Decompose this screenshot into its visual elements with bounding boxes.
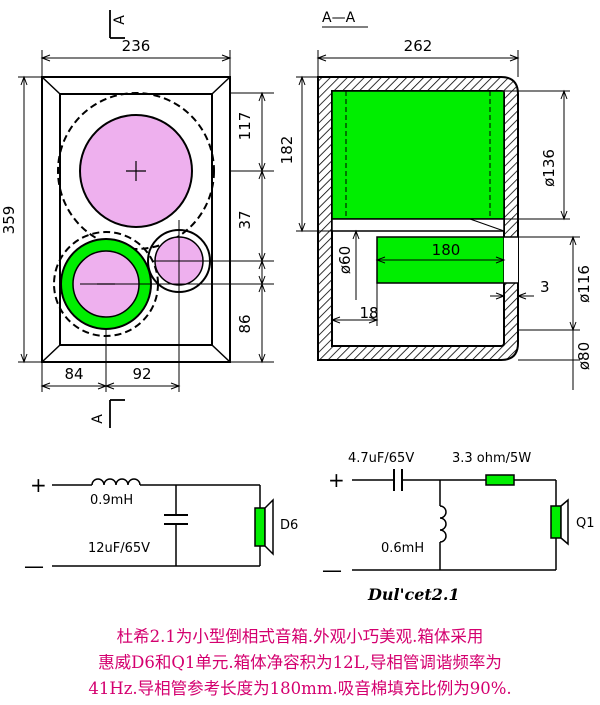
section-dimensions [296,50,580,390]
section-width-label: 262 [404,37,433,55]
section-height-182-label: 182 [278,136,296,165]
baffle-cavity [331,218,505,232]
right-resistor-label: 3.3 ohm/5W [452,451,531,466]
front-height-label: 359 [0,206,18,235]
description-line-1: 杜希2.1为小型倒相式音箱.外观小巧美观.箱体采用 [116,627,484,646]
right-capacitor-label: 4.7uF/65V [348,451,414,466]
dia-60-label: ø60 [336,246,354,274]
left-capacitor-label: 12uF/65V [88,541,150,556]
model-name: Dul'cet2.1 [367,585,460,604]
right-minus-sign: — [322,558,342,582]
front-panel-outer [41,76,231,363]
description-block: 杜希2.1为小型倒相式音箱.外观小巧美观.箱体采用 惠威D6和Q1单元.箱体净容… [0,624,600,702]
right-plus-sign: + [328,468,345,492]
left-plus-sign: + [30,473,47,497]
dim-18-label: 18 [359,304,378,322]
crossover-right [352,469,569,571]
crossover-left [52,478,274,567]
section-title: A—A [322,10,356,26]
dim-86-label: 86 [236,314,254,333]
dim-92-label: 92 [132,365,151,383]
left-driver-label: D6 [280,518,298,533]
inductor-coil-right [439,505,447,543]
left-minus-sign: — [24,554,44,578]
woofer-body [331,90,505,220]
inductor-coil-left [91,478,141,486]
section-mark-top: A [112,15,128,25]
description-line-3: 41Hz.导相管参考长度为180mm.吸音棉填充比例为90%. [88,679,512,698]
front-width-label: 236 [122,37,151,55]
section-mark-bottom: A [90,414,106,424]
right-inductor-label: 0.6mH [381,541,424,556]
section-view [317,76,519,361]
description-line-2: 惠威D6和Q1单元.箱体净容积为12L,导相管调谐频率为 [98,653,502,672]
front-dimensions [18,10,274,428]
dim-37-label: 37 [236,210,254,229]
left-inductor-label: 0.9mH [90,493,133,508]
driver-symbol-d6 [254,507,266,547]
driver-symbol-q1 [550,505,562,539]
dim-3-label: 3 [540,278,550,296]
port-length-label: 180 [432,241,461,259]
right-driver-label: Q1 [576,516,595,531]
dim-84-label: 84 [64,365,83,383]
dim-117-label: 117 [236,112,254,141]
port-gap [504,237,518,283]
resistor-symbol [485,474,515,486]
woofer-outline-dashed [57,92,215,250]
dia-80-label: ø80 [575,342,593,370]
dia-136-label: ø136 [540,149,558,187]
dia-116-label: ø116 [575,265,593,303]
